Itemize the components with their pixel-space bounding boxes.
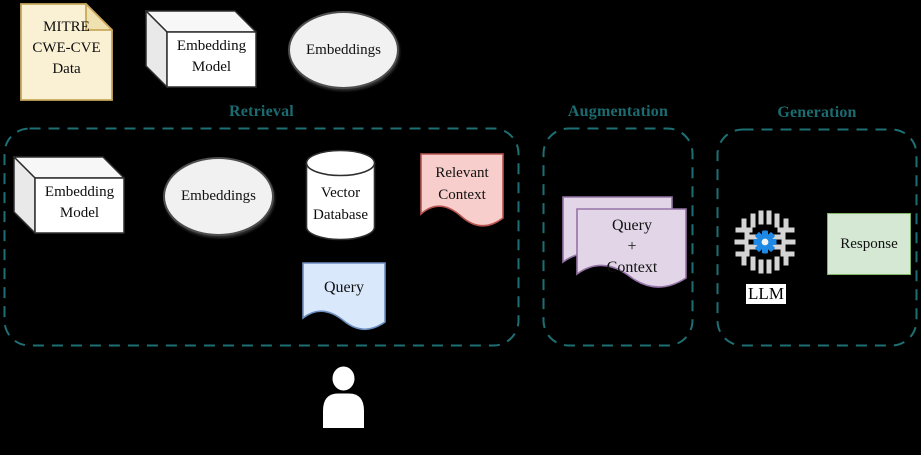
document-shape xyxy=(302,262,386,331)
document-label-line: Query xyxy=(612,217,652,234)
retrieval-dashed-border xyxy=(3,127,520,347)
cube-label-line: Embedding xyxy=(176,38,247,54)
cylinder-label-line: Database xyxy=(313,207,368,223)
document-label-line: Context xyxy=(606,259,658,276)
note-label-line: CWE-CVE xyxy=(32,40,101,56)
llm-brain-icon xyxy=(733,208,797,274)
retrieval-embeddings-ellipse: Embeddings xyxy=(163,157,274,236)
ellipse-label: Embeddings xyxy=(181,188,256,204)
brain-circuit-traces-icon xyxy=(734,210,796,274)
cube-shape xyxy=(13,156,125,234)
generation-section-title: Generation xyxy=(777,104,857,121)
cube-label-line: Embedding xyxy=(44,184,115,200)
retrieval-section-title: Retrieval xyxy=(229,103,294,120)
augmentation-section-title: Augmentation xyxy=(567,103,669,120)
document-label-line: + xyxy=(627,238,637,255)
cube-shape xyxy=(144,9,258,89)
llm-label-text: LLM xyxy=(748,284,784,303)
query-plus-context-document-front: Query + Context xyxy=(576,208,688,300)
cube-label-line: Model xyxy=(59,205,100,221)
response-box: Response xyxy=(827,213,911,275)
user-person-icon xyxy=(321,366,366,428)
retrieval-embedding-model-cube: Embedding Model xyxy=(13,156,125,234)
document-shape xyxy=(420,153,504,227)
cylinder-label-line: Vector xyxy=(320,185,361,201)
augmentation-section-frame: Augmentation Query + Context xyxy=(542,103,694,347)
gear-icon xyxy=(753,230,777,254)
document-shape xyxy=(576,208,687,288)
note-label-line: MITRE xyxy=(43,19,90,35)
retrieval-section-frame: Retrieval Embedding Model Embeddings xyxy=(3,103,520,347)
relevant-context-document: Relevant Context xyxy=(420,153,504,237)
response-label: Response xyxy=(840,235,898,252)
cube-label-line: Model xyxy=(191,59,232,75)
mitre-data-note: MITRE CWE-CVE Data xyxy=(20,3,113,101)
generation-dashed-border xyxy=(716,128,918,347)
embedding-model-cube: Embedding Model xyxy=(144,9,258,89)
document-label-line: Relevant xyxy=(435,165,489,181)
cylinder-shape xyxy=(305,149,376,241)
llm-label: LLM xyxy=(746,284,786,304)
document-label-line: Query xyxy=(324,279,364,296)
note-label-line: Data xyxy=(52,61,81,77)
ellipse-label: Embeddings xyxy=(306,41,381,58)
embeddings-ellipse: Embeddings xyxy=(288,11,399,89)
vector-database-cylinder: Vector Database xyxy=(305,149,376,241)
note-shape xyxy=(20,3,113,101)
document-label-line: Context xyxy=(438,187,486,203)
note-fold-corner-icon xyxy=(85,3,113,31)
generation-section-frame: Generation xyxy=(716,104,918,347)
query-document: Query xyxy=(302,262,386,340)
